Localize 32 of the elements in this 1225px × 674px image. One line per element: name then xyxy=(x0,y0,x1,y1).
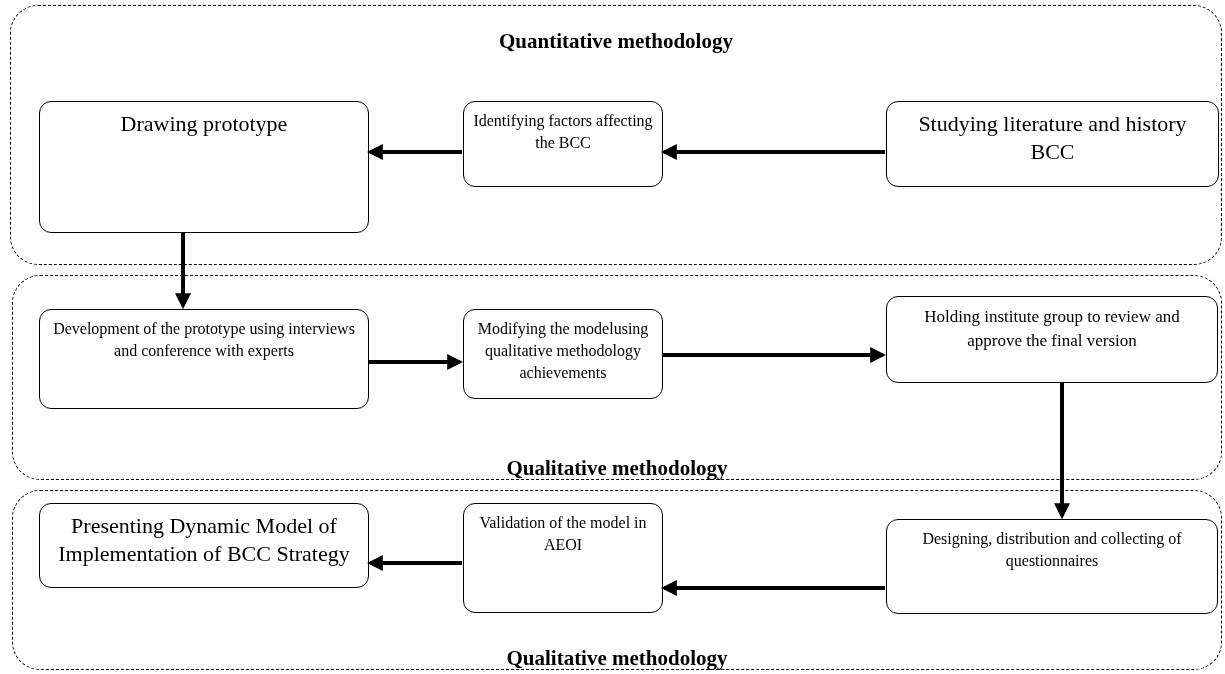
step-text: Development of the prototype using interviews and conference with experts xyxy=(52,319,356,362)
process-box xyxy=(39,309,369,409)
process-box xyxy=(463,309,663,399)
process-box xyxy=(886,296,1218,383)
dashed-group-band xyxy=(10,5,1222,265)
arrow xyxy=(662,347,887,363)
step-text: Presenting Dynamic Model of Implementation of BCC Strategy xyxy=(57,512,351,568)
step-text: Modifying the modelusing qualitative methodology achievements xyxy=(476,319,650,383)
process-box xyxy=(886,519,1218,614)
process-box xyxy=(886,101,1219,187)
step-text: Holding institute group to review and approve the final version xyxy=(923,306,1181,352)
step-text: Identifying factors affecting the BCC xyxy=(472,111,654,153)
process-box xyxy=(39,503,369,588)
group-title: Qualitative methodology xyxy=(505,455,729,481)
process-box xyxy=(463,503,663,613)
arrow xyxy=(366,144,462,160)
group-title: Qualitative methodology xyxy=(505,645,729,671)
arrow xyxy=(175,232,191,310)
dashed-group-band xyxy=(12,490,1222,670)
arrow xyxy=(1054,382,1070,520)
group-title: Quantitative methodology xyxy=(498,28,734,54)
step-text: Drawing prototype xyxy=(120,110,288,138)
process-box xyxy=(463,101,663,187)
arrow xyxy=(660,144,885,160)
arrow xyxy=(660,580,885,596)
arrow xyxy=(366,555,462,571)
step-text: Designing, distribution and collecting of questionnaires xyxy=(921,529,1183,572)
dashed-group-band xyxy=(12,275,1222,480)
step-text: Studying literature and history BCC xyxy=(917,110,1188,166)
process-box xyxy=(39,101,369,233)
step-text: Validation of the model in AEOI xyxy=(478,513,648,555)
arrow xyxy=(368,354,464,370)
